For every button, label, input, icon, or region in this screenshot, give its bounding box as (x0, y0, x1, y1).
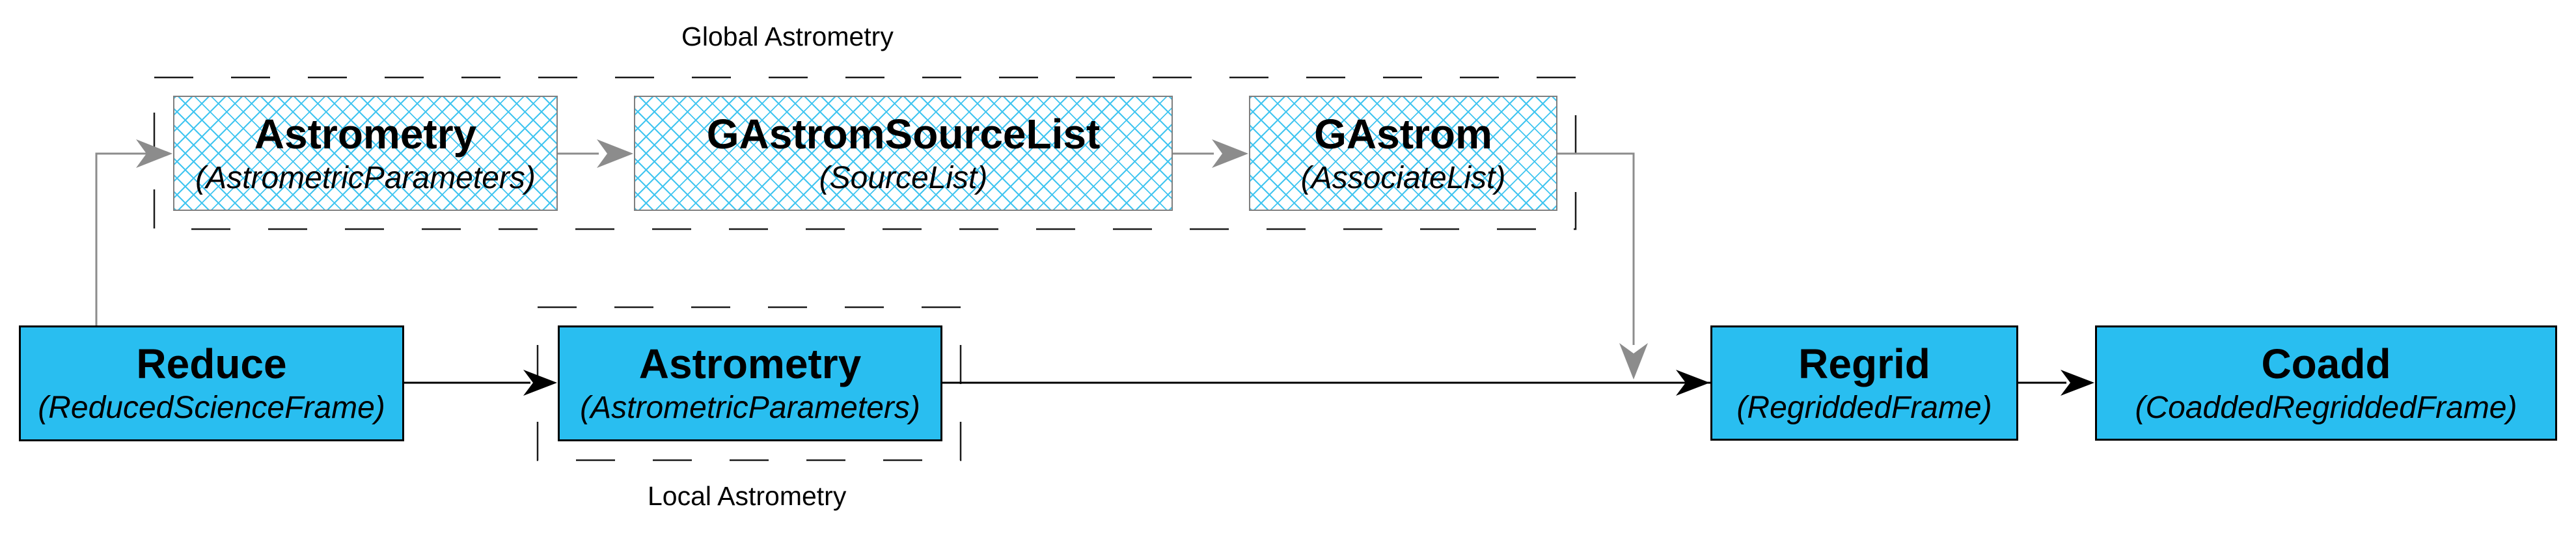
arrowhead-gastromsourcelist (597, 139, 633, 168)
node-regrid: Regrid (RegriddedFrame) (1710, 325, 2018, 441)
arrowhead-gastrom (1212, 139, 1248, 168)
node-title: GAstromSourceList (706, 110, 1101, 158)
node-title: Coadd (2261, 340, 2391, 387)
node-subtitle: (AstrometricParameters) (195, 160, 536, 195)
arrowhead-regrid (1676, 370, 1710, 396)
node-gastromsourcelist: GAstromSourceList (SourceList) (634, 96, 1173, 211)
node-title: Astrometry (638, 340, 862, 387)
arrowhead-coadd (2061, 370, 2094, 396)
node-gastrom: GAstrom (AssociateList) (1249, 96, 1557, 211)
node-subtitle: (AstrometricParameters) (580, 391, 920, 425)
node-subtitle: (ReducedScienceFrame) (38, 391, 385, 425)
node-subtitle: (CoaddedRegriddedFrame) (2135, 390, 2517, 425)
node-title: Reduce (136, 340, 287, 387)
global-astrometry-label: Global Astrometry (681, 21, 894, 51)
local-astrometry-label: Local Astrometry (648, 481, 847, 511)
node-subtitle: (RegriddedFrame) (1736, 390, 1992, 425)
node-title: Astrometry (254, 110, 477, 158)
edge-reduce-to-astrometry-global (95, 152, 159, 325)
node-astrometry-global: Astrometry (AstrometricParameters) (173, 96, 558, 211)
arrowhead-astrometry-global (136, 139, 172, 168)
edge-gastrom-to-regrid-line (1557, 152, 1635, 345)
node-title: Regrid (1798, 340, 1930, 387)
node-title: GAstrom (1314, 110, 1492, 158)
node-astrometry-local: Astrometry (AstrometricParameters) (558, 325, 942, 441)
arrowhead-gastrom-junction-down (1619, 343, 1648, 379)
node-subtitle: (AssociateList) (1300, 160, 1506, 195)
node-subtitle: (SourceList) (819, 160, 988, 195)
arrowhead-astrometry-local (523, 370, 557, 396)
node-reduce: Reduce (ReducedScienceFrame) (19, 325, 404, 441)
node-coadd: Coadd (CoaddedRegriddedFrame) (2095, 325, 2557, 441)
